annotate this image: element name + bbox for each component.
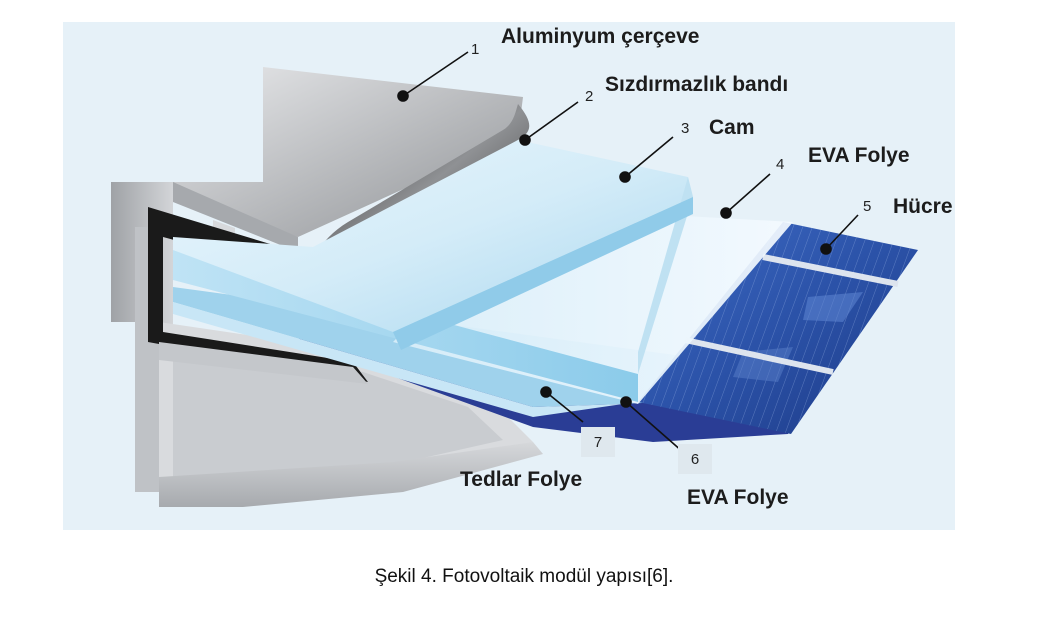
- pv-module-figure: 1 2 3 4 5 6 7 Aluminyum çerçeve Sızdırma…: [63, 22, 955, 530]
- frame-lower-lip: [159, 342, 368, 384]
- leader-line-2: [524, 101, 579, 141]
- leader-line-4: [725, 173, 771, 214]
- leader-line-1: [402, 51, 469, 97]
- label-number-6-box: 6: [678, 444, 712, 474]
- label-sealant-tape: Sızdırmazlık bandı: [605, 73, 789, 96]
- label-eva-top: EVA Folye: [808, 144, 910, 167]
- leader-dot-1: [397, 90, 409, 102]
- leader-dot-3: [619, 171, 631, 183]
- busbar-2: [684, 337, 834, 375]
- label-number-2: 2: [585, 88, 594, 105]
- leader-dot-6: [620, 396, 632, 408]
- leader-dot-5: [820, 243, 832, 255]
- cell-patch-1: [803, 292, 863, 322]
- leader-dot-4: [720, 207, 732, 219]
- frame-lower-cavity: [173, 352, 503, 477]
- frame-top-flange: [173, 67, 523, 237]
- label-eva-bottom: EVA Folye: [687, 486, 789, 509]
- label-number-3: 3: [681, 120, 690, 137]
- frame-base: [159, 442, 543, 507]
- leader-dot-7: [540, 386, 552, 398]
- pv-module-diagram: [111, 51, 918, 507]
- glass-side: [638, 177, 693, 374]
- frame-top-face: [173, 182, 298, 252]
- solar-cell: [638, 222, 918, 434]
- label-number-4: 4: [776, 156, 785, 173]
- aluminium-frame: [111, 67, 543, 507]
- glass-edge: [393, 197, 693, 350]
- label-glass: Cam: [709, 116, 755, 139]
- label-cell: Hücre: [893, 195, 953, 218]
- leader-line-6: [625, 401, 684, 453]
- leader-line-7: [545, 391, 584, 423]
- label-aluminium-frame: Aluminyum çerçeve: [501, 25, 700, 48]
- label-number-6: 6: [690, 451, 700, 468]
- eva-bottom-face: [173, 302, 623, 417]
- glass-top: [173, 140, 693, 332]
- leader-line-5: [825, 214, 859, 250]
- label-number-1: 1: [471, 41, 480, 58]
- figure-caption: Şekil 4. Fotovoltaik modül yapısı[6].: [374, 566, 674, 587]
- leader-line-3: [624, 136, 674, 178]
- label-number-5: 5: [863, 198, 872, 215]
- label-tedlar: Tedlar Folye: [460, 468, 583, 491]
- busbar-1: [762, 254, 899, 287]
- leader-dot-2: [519, 134, 531, 146]
- label-number-7: 7: [593, 434, 603, 451]
- frame-sealant-slot: [148, 207, 368, 382]
- leader-lines: [397, 51, 859, 453]
- label-number-7-box: 7: [581, 427, 615, 457]
